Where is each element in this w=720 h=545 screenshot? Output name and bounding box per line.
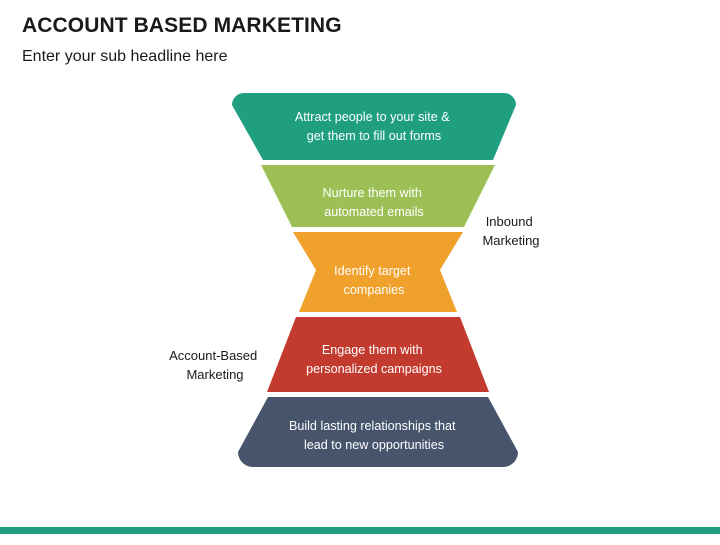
page-title: ACCOUNT BASED MARKETING xyxy=(22,14,342,37)
funnel-segment-5-shape[interactable] xyxy=(238,397,518,467)
side-label-account-based-marketing: Account-Based Marketing xyxy=(169,348,261,382)
funnel-segment-1-shape[interactable] xyxy=(232,93,516,160)
funnel-segment-4-shape[interactable] xyxy=(267,317,489,392)
funnel-segment-5-label: Build lasting relationships that lead to… xyxy=(289,419,459,452)
funnel-segment-3-shape[interactable] xyxy=(293,232,463,312)
page-subtitle: Enter your sub headline here xyxy=(22,48,228,65)
side-label-inbound-marketing: Inbound Marketing xyxy=(482,214,539,248)
footer-accent-bar xyxy=(0,527,720,534)
funnel-segment-4-label: Engage them with personalized campaigns xyxy=(306,343,442,376)
funnel-segment-3-label: Identify target companies xyxy=(334,264,414,297)
funnel-segment-2-label: Nurture them with automated emails xyxy=(323,186,426,219)
funnel-segment-2-shape[interactable] xyxy=(261,165,495,227)
funnel-segment-1-label: Attract people to your site & get them t… xyxy=(295,110,453,143)
